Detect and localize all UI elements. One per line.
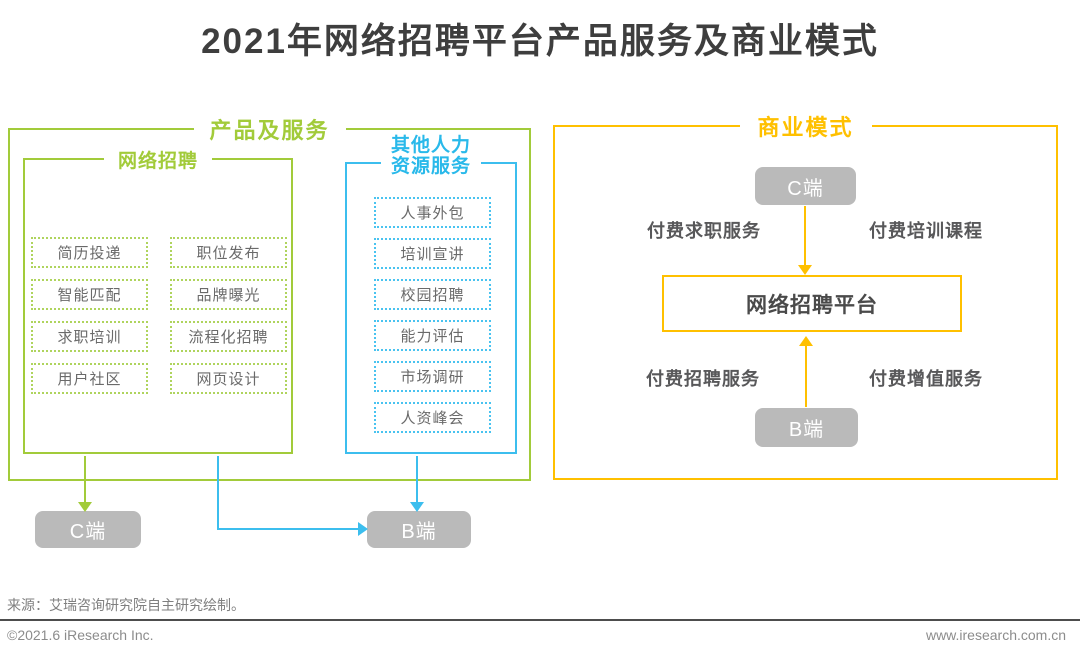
footer-divider (0, 619, 1080, 621)
c-terminal-badge-right: C端 (755, 167, 856, 205)
recruitment-platform-box: 网络招聘平台 (662, 275, 962, 332)
online-recruitment-box: 网络招聘 简历投递智能匹配求职培训用户社区 职位发布品牌曝光流程化招聘网页设计 (23, 146, 293, 454)
other-hr-label-line1: 其他人力 (390, 135, 472, 156)
copyright-text: ©2021.6 iResearch Inc. (7, 627, 154, 643)
fee-paid-value-added: 付费增值服务 (869, 369, 983, 389)
hr-service-item: 市场调研 (374, 361, 491, 392)
other-hr-services-box: 其他人力 资源服务 人事外包培训宣讲校园招聘能力评估市场调研人资峰会 (345, 135, 517, 454)
recruitment-item: 品牌曝光 (170, 279, 287, 310)
b-terminal-badge-left: B端 (367, 511, 471, 548)
source-note: 来源：艾瑞咨询研究院自主研究绘制。 (7, 597, 245, 613)
recruitment-item: 用户社区 (31, 363, 148, 394)
recruitment-item: 求职培训 (31, 321, 148, 352)
b-terminal-badge-right: B端 (755, 408, 858, 447)
page-title: 2021年网络招聘平台产品服务及商业模式 (201, 22, 879, 61)
c-terminal-badge-left: C端 (35, 511, 141, 548)
website-text: www.iresearch.com.cn (925, 627, 1066, 643)
online-recruitment-items: 简历投递智能匹配求职培训用户社区 职位发布品牌曝光流程化招聘网页设计 (31, 237, 287, 394)
hr-service-item: 校园招聘 (374, 279, 491, 310)
recruitment-item: 网页设计 (170, 363, 287, 394)
business-model-label: 商业模式 (739, 110, 872, 142)
other-hr-items: 人事外包培训宣讲校园招聘能力评估市场调研人资峰会 (374, 197, 491, 433)
hr-service-item: 人事外包 (374, 197, 491, 228)
fee-paid-training-courses: 付费培训课程 (869, 221, 983, 241)
other-hr-label-line2: 资源服务 (390, 156, 472, 177)
products-services-label: 产品及服务 (193, 113, 346, 145)
recruitment-item: 简历投递 (31, 237, 148, 268)
fee-paid-recruitment: 付费招聘服务 (646, 369, 760, 389)
other-hr-services-label: 其他人力 资源服务 (380, 135, 482, 177)
recruitment-item: 流程化招聘 (170, 321, 287, 352)
recruitment-item: 智能匹配 (31, 279, 148, 310)
hr-service-item: 人资峰会 (374, 402, 491, 433)
hr-service-item: 培训宣讲 (374, 238, 491, 269)
business-model-box: 商业模式 (553, 110, 1058, 480)
fee-paid-job-seeking: 付费求职服务 (647, 221, 761, 241)
recruitment-item: 职位发布 (170, 237, 287, 268)
hr-service-item: 能力评估 (374, 320, 491, 351)
online-recruitment-label: 网络招聘 (103, 146, 213, 173)
